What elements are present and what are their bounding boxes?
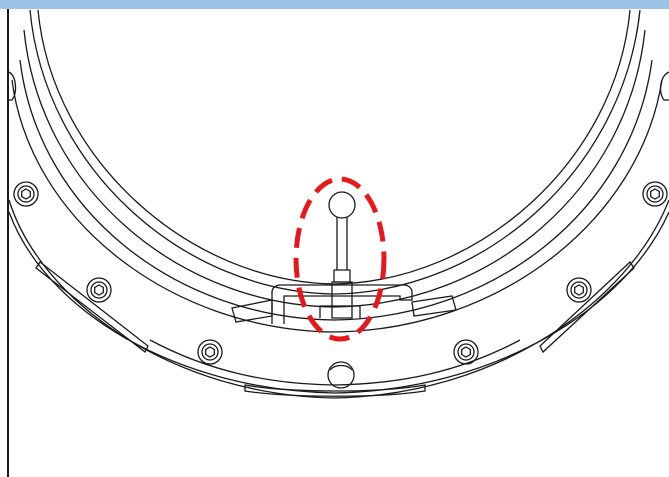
rim-slot-left — [35, 261, 149, 353]
flange-ring-3 — [23, 29, 646, 308]
bracket-tab-left — [231, 299, 273, 323]
bolt-2 — [86, 277, 112, 303]
rim-slot-bottom — [244, 384, 426, 397]
bolt-5 — [566, 277, 592, 303]
frame-left-border — [7, 9, 9, 477]
flange-ring-2 — [19, 59, 653, 321]
lever-bracket — [271, 284, 413, 324]
rim-slot-right — [539, 261, 635, 354]
bolt-corner-left — [8, 71, 17, 101]
bolt-6 — [642, 181, 668, 207]
flange-ring-1 — [11, 79, 663, 333]
bolt-4 — [453, 339, 479, 365]
bolt-corner-right — [659, 71, 669, 101]
highlight-ellipse — [293, 176, 387, 342]
lever-collar — [333, 269, 351, 283]
lever-bracket-inner — [319, 305, 361, 318]
outer-flange-edge — [8, 199, 669, 399]
header-bar — [0, 0, 669, 9]
lever-knob — [328, 191, 356, 219]
bolt-1 — [13, 181, 39, 207]
bolt-3 — [197, 339, 223, 365]
bottom-fitting-inner — [329, 364, 353, 371]
inner-lid-edge — [29, 9, 641, 295]
bottom-fitting — [327, 361, 355, 389]
bracket-tab-right — [411, 295, 457, 317]
lever-base — [331, 281, 353, 319]
inner-lid-edge-2 — [37, 9, 631, 285]
outer-flange-edge-inner — [8, 211, 669, 394]
